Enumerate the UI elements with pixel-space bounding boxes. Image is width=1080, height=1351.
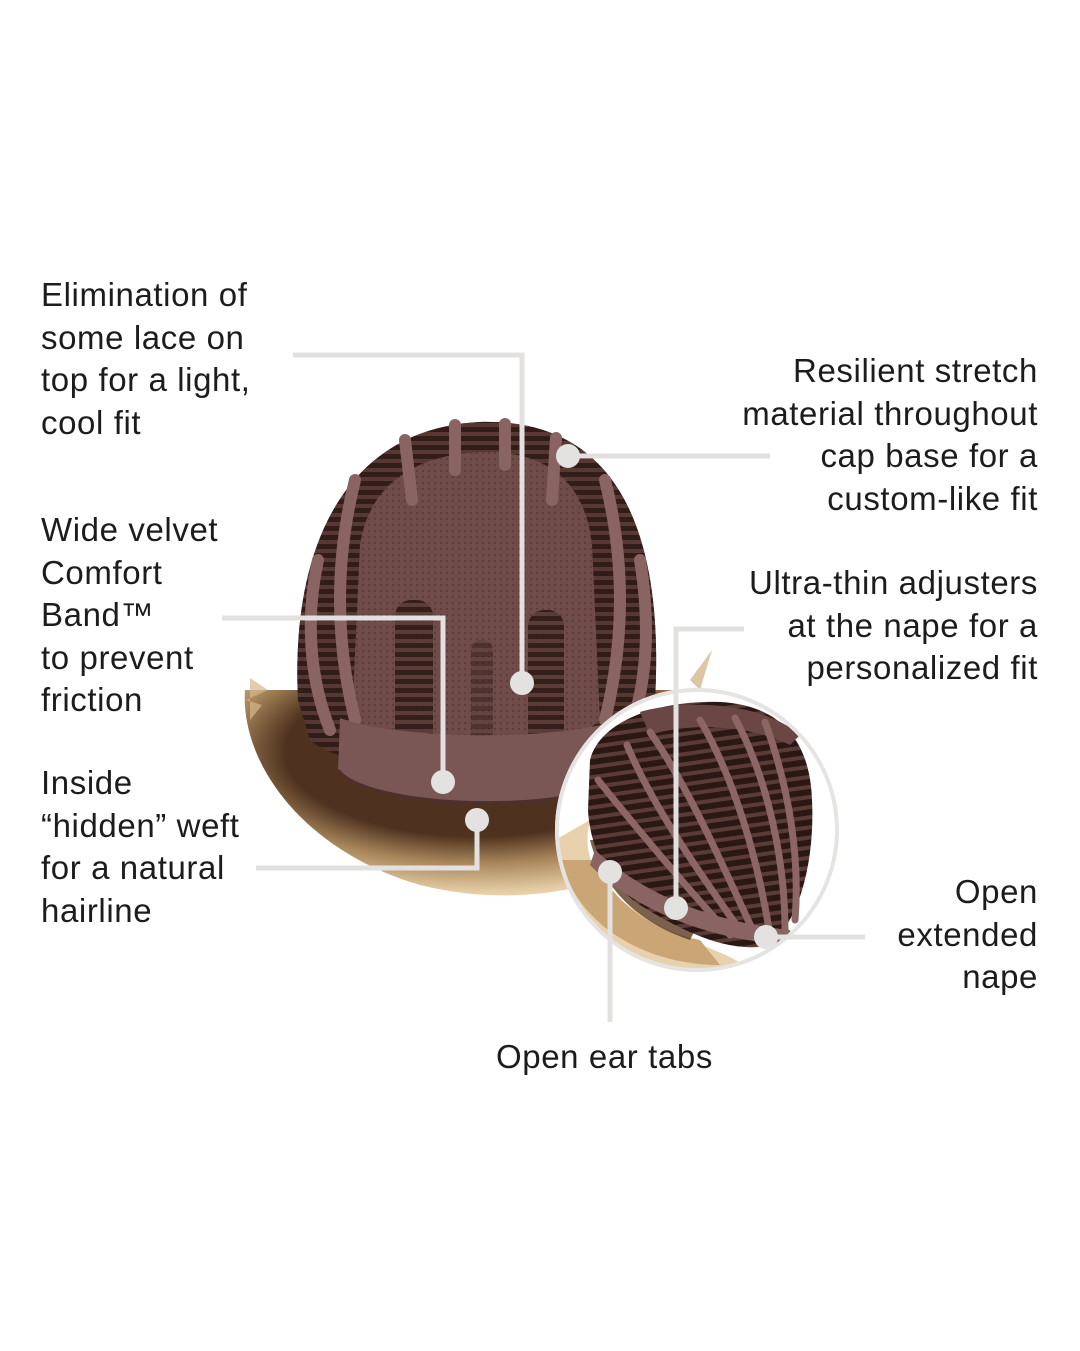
callout-label-lace-top: Elimination of some lace on top for a li… bbox=[41, 276, 251, 441]
callout-label-ear-tabs: Open ear tabs bbox=[496, 1038, 713, 1075]
callout-label-hidden-weft: Inside “hidden” weft for a natural hairl… bbox=[41, 764, 240, 929]
callout-dot-lace-top bbox=[510, 671, 534, 695]
callout-dot-extended-nape bbox=[754, 925, 778, 949]
leader-line-lace-top bbox=[293, 352, 525, 683]
callout-dot-ear-tabs bbox=[598, 860, 622, 884]
leader-line-hidden-weft bbox=[256, 820, 480, 871]
callout-dot-comfort-band bbox=[431, 770, 455, 794]
callout-label-stretch-material: Resilient stretch material throughout ca… bbox=[742, 352, 1038, 517]
leader-line-comfort-band bbox=[222, 615, 446, 782]
inset-cap-image bbox=[555, 688, 839, 972]
main-cap-image bbox=[244, 418, 712, 896]
callout-dot-hidden-weft bbox=[465, 808, 489, 832]
callout-label-adjusters: Ultra-thin adjusters at the nape for a p… bbox=[749, 564, 1038, 686]
callout-lines bbox=[222, 352, 865, 1022]
callout-dot-stretch-material bbox=[556, 444, 580, 468]
leader-line-adjusters bbox=[673, 626, 744, 908]
callout-label-comfort-band: Wide velvet Comfort Band™ to prevent fri… bbox=[41, 511, 219, 718]
callout-dot-adjusters bbox=[664, 896, 688, 920]
callout-label-extended-nape: Open extended nape bbox=[897, 873, 1038, 995]
